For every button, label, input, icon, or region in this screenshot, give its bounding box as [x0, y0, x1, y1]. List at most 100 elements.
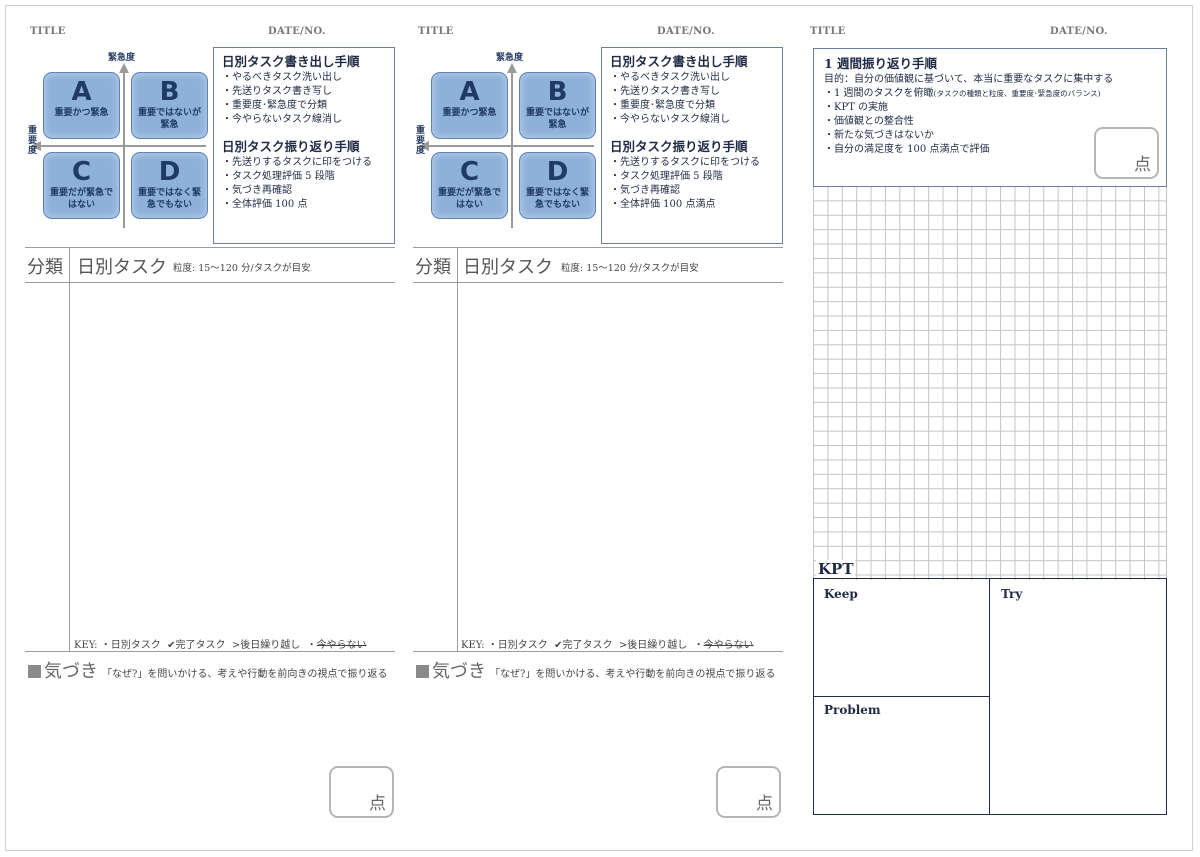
weekly-title: 1 週間振り返り手順: [824, 56, 938, 71]
procedure-item: ・今やらないタスク線消し: [222, 114, 342, 125]
page-frame: [5, 5, 1193, 851]
task-table-header: 分類 日別タスク 粒度: 15～120 分/タスクが目安: [413, 247, 783, 283]
key-done: ✔完了タスク: [167, 640, 226, 651]
insight-header: 気づき「なぜ?」を問いかける、考えや行動を前向きの視点で振り返る: [416, 657, 775, 683]
quadrant-text: 重要だが緊急ではない: [49, 188, 113, 210]
score-box[interactable]: 点: [329, 766, 394, 818]
procedure-item: ・先送りタスク書き写し: [610, 86, 720, 97]
key-daily: ・日別タスク: [100, 640, 161, 651]
quadrant-letter: D: [158, 157, 181, 187]
kpt-keep-box[interactable]: Keep: [813, 578, 990, 697]
review-procedure-title: 日別タスク振り返り手順: [222, 139, 360, 154]
quadrant-letter: D: [546, 157, 569, 187]
quadrant-letter: B: [159, 77, 180, 107]
importance-char: 要: [28, 136, 38, 146]
weekly-item: ・価値観との整合性: [824, 116, 914, 127]
weekly-score-box[interactable]: 点: [1094, 127, 1159, 179]
key-carry: >後日繰り越し: [618, 640, 688, 651]
urgency-axis-label: 緊急度: [496, 53, 524, 63]
weekly-item: ・KPT の実施: [824, 102, 889, 113]
granularity-note: 粒度: 15～120 分/タスクが目安: [561, 263, 699, 274]
weekly-item-note: (タスクの種類と粒度、重要度･緊急度のバランス): [933, 89, 1101, 98]
urgency-axis-label: 緊急度: [108, 53, 136, 63]
try-label: Try: [1001, 587, 1023, 601]
weekly-item: ・1 週間のタスクを俯瞰(タスクの種類と粒度、重要度･緊急度のバランス): [824, 87, 1156, 101]
insight-note: 「なぜ?」を問いかける、考えや行動を前向きの視点で振り返る: [102, 669, 388, 680]
priority-matrix: 緊急度 重 要 度 A 重要かつ緊急 B 重要ではないが緊急 C 重要だが緊急で…: [416, 50, 598, 230]
quadrant-a: A 重要かつ緊急: [431, 72, 508, 139]
square-icon: [28, 665, 41, 678]
importance-axis: [428, 145, 594, 147]
daily-tasks-label: 日別タスク: [77, 257, 167, 278]
granularity-note: 粒度: 15～120 分/タスクが目安: [173, 263, 311, 274]
quadrant-d: D 重要ではなく緊急でもない: [519, 152, 596, 219]
quadrant-b: B 重要ではないが緊急: [519, 72, 596, 139]
weekly-item: ・新たな気づきはないか: [824, 130, 934, 141]
quadrant-letter: B: [547, 77, 568, 107]
key-label: KEY:: [461, 640, 485, 651]
importance-axis: [40, 145, 206, 147]
arrow-up-icon: [119, 63, 129, 73]
score-unit: 点: [1134, 155, 1151, 175]
priority-matrix: 緊急度 重 要 度 A 重要かつ緊急 B 重要ではないが緊急 C 重要だが緊急で…: [28, 50, 210, 230]
quadrant-letter: C: [459, 157, 480, 187]
weekly-item-text: ・1 週間のタスクを俯瞰: [824, 88, 934, 99]
task-table-header: 分類 日別タスク 粒度: 15～120 分/タスクが目安: [25, 247, 395, 283]
procedure-item: ・やるべきタスク洗い出し: [610, 72, 730, 83]
procedure-item: ・タスク処理評価 5 段階: [222, 171, 335, 182]
procedure-item: ・重要度･緊急度で分類: [610, 100, 715, 111]
review-procedure-title: 日別タスク振り返り手順: [610, 139, 748, 154]
quadrant-letter: A: [459, 77, 480, 107]
square-icon: [416, 665, 429, 678]
importance-char: 重: [416, 126, 426, 136]
insight-header: 気づき「なぜ?」を問いかける、考えや行動を前向きの視点で振り返る: [28, 657, 387, 683]
quadrant-letter: A: [71, 77, 92, 107]
key-legend: KEY: ・日別タスク ✔完了タスク >後日繰り越し ・今やらない: [461, 640, 754, 651]
quadrant-c: C 重要だが緊急ではない: [43, 152, 120, 219]
category-divider: [457, 247, 458, 652]
keep-label: Keep: [824, 587, 858, 601]
grid-paper: [813, 186, 1167, 580]
insight-label: 気づき: [44, 661, 98, 682]
quadrant-c: C 重要だが緊急ではない: [431, 152, 508, 219]
weekly-item: ・自分の満足度を 100 点満点で評価: [824, 144, 990, 155]
procedure-item: ・今やらないタスク線消し: [610, 114, 730, 125]
problem-label: Problem: [824, 703, 881, 717]
weekly-procedure-box: 1 週間振り返り手順 目的：自分の価値観に基づいて、本当に重要なタスクに集中する…: [813, 48, 1167, 187]
category-label: 分類: [415, 257, 451, 278]
insight-note: 「なぜ?」を問いかける、考えや行動を前向きの視点で振り返る: [490, 669, 776, 680]
quadrant-text: 重要ではないが緊急: [525, 108, 589, 130]
importance-axis-label: 重 要 度: [416, 126, 426, 156]
kpt-try-box[interactable]: Try: [989, 578, 1167, 815]
procedure-item: ・全体評価 100 点: [222, 199, 308, 210]
date-label: DATE/NO.: [657, 26, 715, 37]
quadrant-text: 重要だが緊急ではない: [437, 188, 501, 210]
procedure-item: ・気づき再確認: [610, 185, 680, 196]
daily-tasks-label: 日別タスク: [463, 257, 553, 278]
importance-char: 度: [28, 146, 38, 156]
key-done: ✔完了タスク: [554, 640, 613, 651]
score-box[interactable]: 点: [716, 766, 781, 818]
quadrant-text: 重要かつ緊急: [54, 108, 109, 118]
procedure-item: ・先送りするタスクに印をつける: [222, 157, 372, 168]
kpt-label: KPT: [816, 560, 856, 578]
key-skip: 今やらない: [703, 640, 754, 651]
quadrant-letter: C: [71, 157, 92, 187]
quadrant-b: B 重要ではないが緊急: [131, 72, 208, 139]
kpt-problem-box[interactable]: Problem: [813, 696, 990, 815]
write-procedure-title: 日別タスク書き出し手順: [222, 54, 360, 69]
urgency-axis: [123, 72, 125, 228]
key-carry: >後日繰り越し: [231, 640, 301, 651]
date-label: DATE/NO.: [268, 26, 326, 37]
quadrant-text: 重要ではなく緊急でもない: [137, 188, 201, 210]
importance-char: 要: [416, 136, 426, 146]
weekly-purpose: 目的：自分の価値観に基づいて、本当に重要なタスクに集中する: [824, 74, 1114, 85]
arrow-left-icon: [419, 141, 429, 151]
score-unit: 点: [369, 794, 386, 814]
insight-label: 気づき: [432, 661, 486, 682]
importance-char: 重: [28, 126, 38, 136]
key-label: KEY:: [74, 640, 98, 651]
key-daily: ・日別タスク: [487, 640, 548, 651]
procedure-item: ・重要度･緊急度で分類: [222, 100, 327, 111]
importance-axis-label: 重 要 度: [28, 126, 38, 156]
